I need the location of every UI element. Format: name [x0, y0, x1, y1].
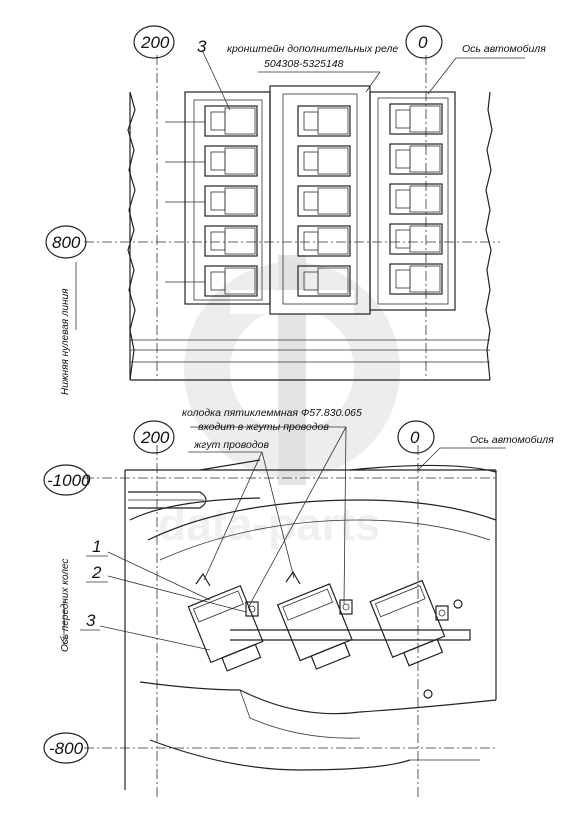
top-dim-200-bubble: 200	[133, 25, 175, 59]
top-bracket-label-2: 504308-5325148	[264, 58, 344, 70]
bottom-slot	[128, 491, 207, 509]
top-dim-0-bubble: 0	[405, 25, 443, 59]
relay-column-left	[204, 105, 258, 297]
mounting-hole-1	[453, 599, 463, 609]
connector-3	[435, 605, 449, 621]
relay-column-right	[389, 103, 443, 295]
top-vertical-label: Нижняя нулевая линия	[60, 288, 71, 395]
bottom-dim-0-bubble: 0	[397, 420, 435, 454]
watermark: data-parts	[158, 255, 400, 550]
bottom-dim-minus-800-bubble: -800	[43, 732, 89, 764]
bottom-dim-200-bubble: 200	[133, 420, 175, 454]
bottom-view: 200 0 -1000 -800	[43, 407, 554, 798]
bottom-vertical-label: Ось передних колес	[60, 559, 71, 652]
bottom-connector-label-1: колодка пятиклеммная Ф57.830.065	[182, 407, 362, 419]
bottom-dim-200-text: 200	[140, 428, 170, 447]
bottom-dim-minus-800-text: -800	[49, 739, 84, 758]
bottom-dim-minus-1000-text: -1000	[47, 471, 91, 490]
top-bracket-label-1: кронштейн дополнительных реле	[227, 43, 398, 55]
connector-1	[245, 601, 259, 617]
bottom-connector-label-2: входит в жгуты проводов	[198, 421, 329, 433]
watermark-text: data-parts	[158, 498, 380, 550]
bottom-dim-minus-1000-bubble: -1000	[43, 464, 91, 496]
bottom-dim-0-text: 0	[410, 428, 420, 447]
relay-bracket-right	[369, 91, 456, 311]
top-dim-800-bubble: 800	[45, 225, 87, 259]
bottom-callout-1: 1	[92, 537, 101, 556]
relay-housing-2	[276, 583, 353, 670]
top-dim-800-text: 800	[52, 233, 81, 252]
top-view: 200 0 800	[45, 25, 546, 395]
top-dim-200-text: 200	[140, 33, 170, 52]
mounting-hole-2	[423, 689, 433, 699]
connector-2	[339, 599, 353, 615]
top-axis-label: Ось автомобиля	[462, 43, 546, 55]
bottom-axis-label: Ось автомобиля	[470, 434, 554, 446]
relay-column-middle	[297, 105, 351, 297]
top-callout-3: 3	[197, 37, 207, 56]
bottom-harness-label: жгут проводов	[193, 439, 270, 451]
relay-housing-3	[369, 579, 446, 667]
relay-housing-1	[187, 584, 264, 672]
bottom-callout-2: 2	[91, 563, 102, 582]
top-dim-0-text: 0	[418, 33, 428, 52]
bottom-view-outline	[124, 469, 497, 790]
bottom-callout-3: 3	[86, 611, 96, 630]
